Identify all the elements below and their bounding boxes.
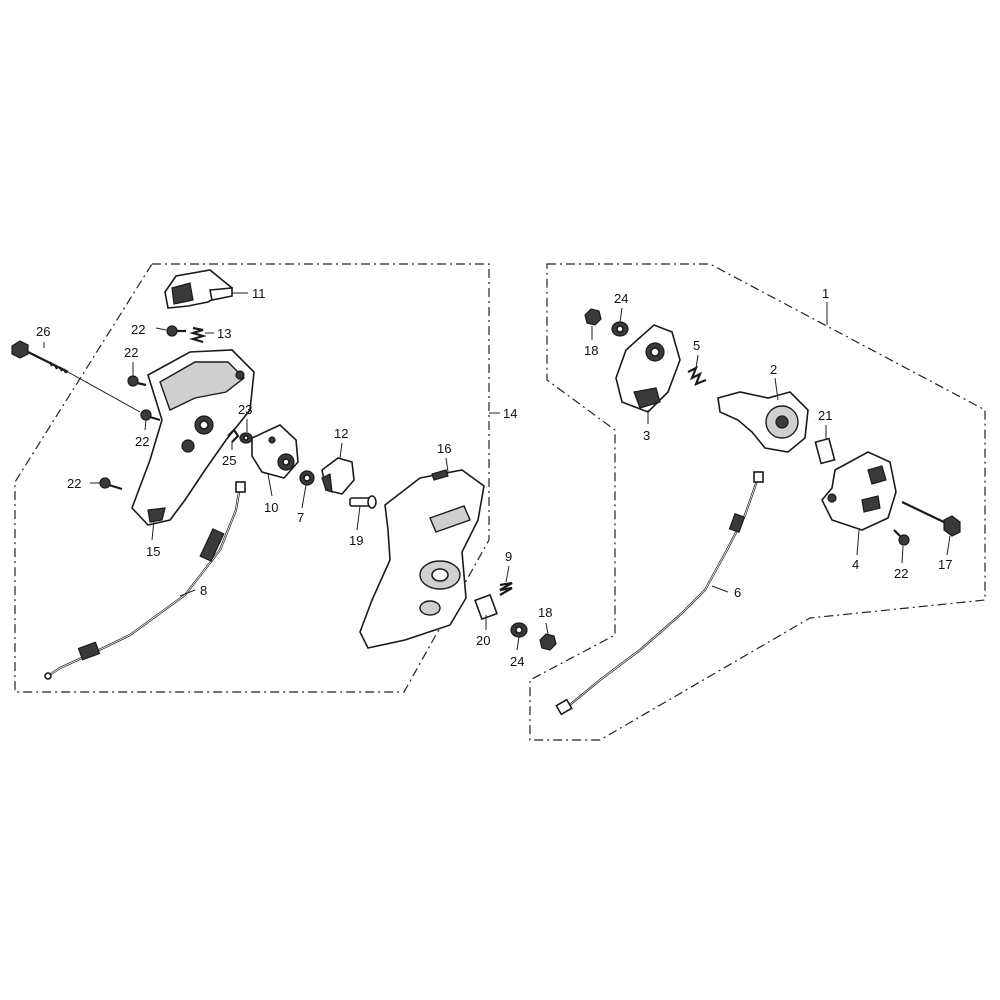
washer-part bbox=[611, 321, 629, 337]
cable-part-8 bbox=[44, 481, 246, 680]
screw-part bbox=[127, 375, 147, 387]
spring-part-5 bbox=[687, 365, 707, 386]
callout-6: 6 bbox=[734, 585, 741, 600]
callout-22-a: 22 bbox=[131, 322, 145, 337]
pivot-block-part bbox=[251, 424, 299, 479]
callout-22-b: 22 bbox=[124, 345, 138, 360]
washer-part-23 bbox=[239, 432, 253, 444]
callout-1: 1 bbox=[822, 286, 829, 301]
pin-part-25 bbox=[227, 428, 240, 443]
callout-23: 23 bbox=[238, 402, 252, 417]
screw-part bbox=[166, 325, 186, 337]
screw-part bbox=[99, 477, 123, 491]
spring-part-9 bbox=[499, 581, 513, 596]
bolt-part-17 bbox=[901, 501, 961, 537]
nut-part bbox=[539, 633, 557, 651]
callout-16: 16 bbox=[437, 441, 451, 456]
callout-19: 19 bbox=[349, 533, 363, 548]
callout-18-b: 18 bbox=[538, 605, 552, 620]
callout-labels: 11 22 13 22 22 22 26 15 23 25 10 7 12 19… bbox=[36, 286, 952, 669]
housing-part bbox=[359, 469, 485, 649]
callout-25: 25 bbox=[222, 453, 236, 468]
collar-part-7 bbox=[299, 470, 315, 486]
callout-22-e: 22 bbox=[894, 566, 908, 581]
callout-4: 4 bbox=[852, 557, 859, 572]
lever-bracket-part bbox=[131, 349, 255, 526]
nut-part bbox=[584, 308, 602, 326]
spring-part-13 bbox=[189, 326, 207, 344]
lever-cover-part bbox=[164, 269, 234, 309]
callout-20: 20 bbox=[476, 633, 490, 648]
callout-22-d: 22 bbox=[67, 476, 81, 491]
callout-10: 10 bbox=[264, 500, 278, 515]
callout-7: 7 bbox=[297, 510, 304, 525]
clip-part-12 bbox=[321, 457, 355, 495]
roller-pin-part bbox=[814, 437, 836, 465]
pin-part-19 bbox=[349, 495, 377, 509]
callout-21: 21 bbox=[818, 408, 832, 423]
throttle-lever-part bbox=[717, 391, 809, 453]
callout-11: 11 bbox=[252, 286, 266, 301]
bolt-part-26 bbox=[11, 340, 69, 374]
screw-part bbox=[893, 529, 910, 546]
group-boundary-1 bbox=[529, 263, 986, 741]
callout-13: 13 bbox=[217, 326, 231, 341]
mounting-plate-part bbox=[615, 324, 681, 413]
callout-2: 2 bbox=[770, 362, 777, 377]
callout-24-a: 24 bbox=[614, 291, 628, 306]
callout-5: 5 bbox=[693, 338, 700, 353]
callout-24-b: 24 bbox=[510, 654, 524, 669]
callout-18-a: 18 bbox=[584, 343, 598, 358]
screw-part bbox=[140, 409, 161, 422]
cable-part-6 bbox=[555, 471, 764, 716]
callout-9: 9 bbox=[505, 549, 512, 564]
callout-14: 14 bbox=[503, 406, 517, 421]
group-boundary-14 bbox=[14, 263, 490, 693]
callout-15: 15 bbox=[146, 544, 160, 559]
callout-17: 17 bbox=[938, 557, 952, 572]
washer-part bbox=[510, 622, 528, 638]
callout-3: 3 bbox=[643, 428, 650, 443]
callout-26: 26 bbox=[36, 324, 50, 339]
lever-housing-part bbox=[821, 451, 897, 531]
callout-12: 12 bbox=[334, 426, 348, 441]
sleeve-part-20 bbox=[474, 593, 498, 621]
leader-lines bbox=[43, 292, 951, 651]
callout-22-c: 22 bbox=[135, 434, 149, 449]
callout-8: 8 bbox=[200, 583, 207, 598]
